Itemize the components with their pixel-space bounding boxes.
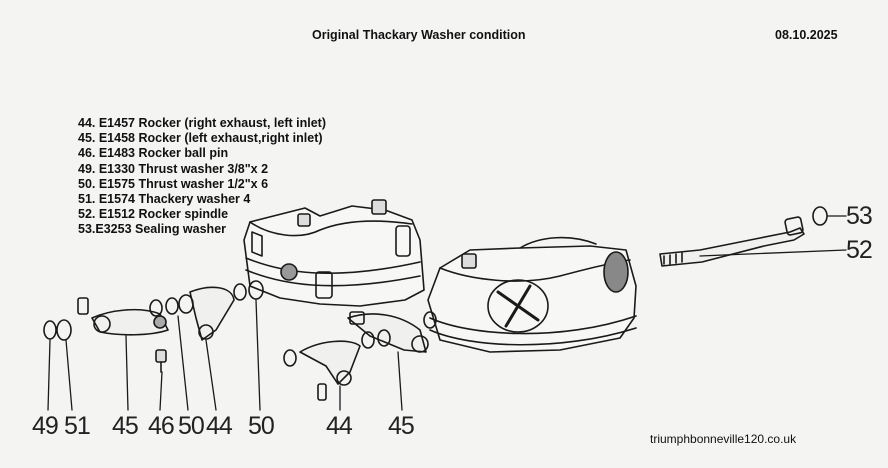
page-date: 08.10.2025 — [775, 28, 838, 42]
rocker-spindle-52 — [659, 216, 805, 267]
rocker-45-left — [77, 297, 169, 336]
callout-51: 51 — [64, 412, 91, 440]
callout-44-right: 44 — [326, 412, 353, 440]
parts-list-item: 51. E1574 Thackery washer 4 — [78, 192, 251, 207]
ball-pin-46 — [155, 349, 167, 373]
sealing-washer-53 — [812, 206, 828, 226]
parts-list: 44. E1457 Rocker (right exhaust, left in… — [78, 116, 326, 238]
leader-lines — [47, 215, 847, 411]
callout-49: 49 — [32, 412, 59, 440]
rocker-44-right — [299, 340, 361, 401]
callout-53: 53 — [846, 202, 873, 230]
callout-44-left: 44 — [206, 412, 233, 440]
parts-list-item: 46. E1483 Rocker ball pin — [78, 146, 229, 161]
washers — [43, 280, 437, 367]
left-rocker-box — [243, 199, 425, 307]
parts-list-item: 44. E1457 Rocker (right exhaust, left in… — [78, 116, 326, 130]
callout-50-right: 50 — [248, 412, 275, 440]
callout-45-right: 45 — [388, 412, 415, 440]
parts-list-item: 49. E1330 Thrust washer 3/8"x 2 — [78, 161, 269, 176]
right-rocker-box — [427, 236, 637, 353]
page-title: Original Thackary Washer condition — [312, 28, 526, 42]
parts-list-item: 52. E1512 Rocker spindle — [78, 207, 229, 222]
parts-list-item: 45. E1458 Rocker (left exhaust,right inl… — [78, 131, 323, 146]
rocker-44-left — [189, 286, 235, 341]
callout-46: 46 — [148, 412, 175, 440]
callout-50-left: 50 — [178, 412, 205, 440]
parts-list-item: 53.E3253 Sealing washer — [78, 222, 227, 237]
website-credit: triumphbonneville120.co.uk — [650, 432, 797, 446]
callout-52: 52 — [846, 236, 873, 264]
rocker-45-right — [347, 311, 429, 353]
parts-list-item: 50. E1575 Thrust washer 1/2"x 6 — [78, 176, 269, 191]
callout-45-left: 45 — [112, 412, 139, 440]
